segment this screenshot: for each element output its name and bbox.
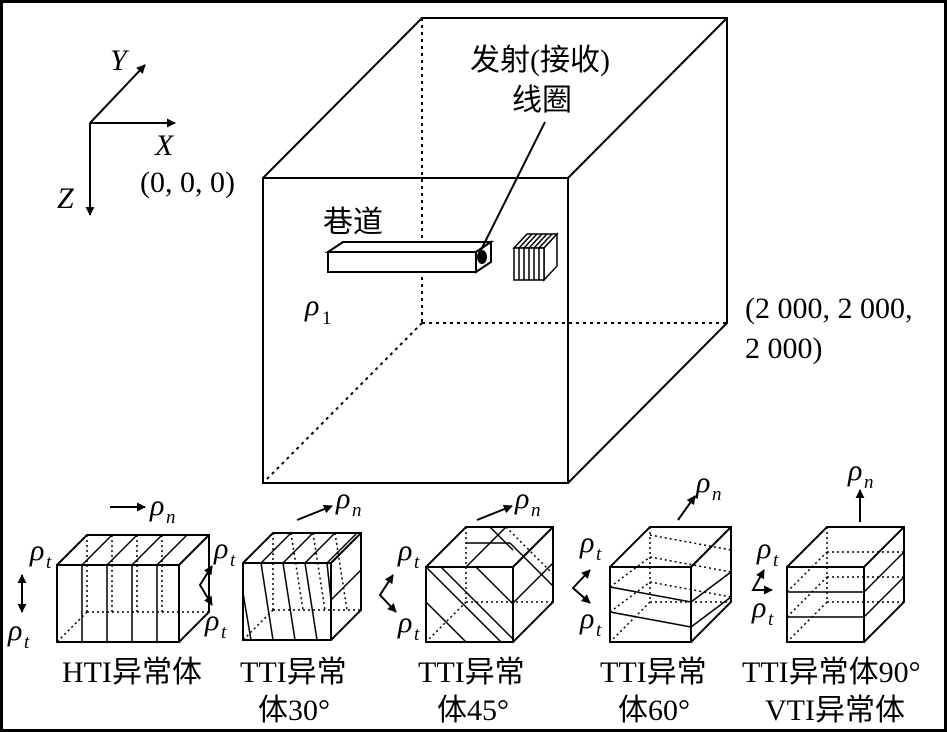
tti45-rho-n-arrow — [476, 504, 513, 521]
y-axis-arrow — [89, 64, 146, 124]
rho1-symbol: ρ — [304, 289, 319, 322]
anomaly-cube-vti — [786, 526, 905, 643]
vti-rho-t-arrow — [751, 569, 773, 595]
y-axis-label: Y — [110, 44, 130, 77]
vti-rho-n-symbol: ρ — [847, 454, 862, 487]
tti45-caption-line1: TTI异常 — [418, 656, 525, 689]
vti-rho-t-bottom-subscript: t — [768, 609, 774, 630]
x-axis-label: X — [154, 129, 175, 162]
vti-rho-t-bottom-symbol: ρ — [751, 591, 766, 624]
coil-label-line2: 线圈 — [512, 84, 572, 117]
tti60-rho-n-symbol: ρ — [695, 466, 710, 499]
vti-rho-n-subscript: n — [864, 472, 874, 493]
anomaly-cube-tti-30 — [242, 532, 362, 641]
tti45-rho-n-subscript: n — [531, 500, 541, 521]
tunnel-label: 巷道 — [323, 206, 383, 239]
tti60-caption-line2: 体60° — [618, 694, 690, 727]
origin-label: (0, 0, 0) — [140, 166, 235, 199]
coil-shape — [512, 232, 559, 282]
hti-rho-n-symbol: ρ — [149, 489, 164, 522]
tti60-rho-t-top-subscript: t — [596, 544, 602, 565]
far-corner-label-line1: (2 000, 2 000, — [745, 292, 913, 325]
coil-label-line1: 发射(接收) — [470, 44, 610, 77]
hti-caption: HTI异常体 — [62, 656, 202, 689]
hti-rho-n-subscript: n — [166, 507, 176, 528]
tti30-rho-t-arrow — [198, 565, 213, 606]
model-box — [262, 17, 728, 484]
tti30-rho-t-top-symbol: ρ — [213, 532, 228, 565]
tti60-caption-line1: TTI异常 — [600, 656, 707, 689]
vti-rho-t-top-subscript: t — [773, 550, 779, 571]
tti30-rho-t-bottom-symbol: ρ — [204, 604, 219, 637]
tti45-rho-t-arrow — [378, 574, 397, 613]
tti30-rho-t-top-subscript: t — [230, 550, 236, 571]
tti60-rho-t-top-symbol: ρ — [579, 526, 594, 559]
far-corner-label-line2: 2 000) — [745, 332, 823, 365]
anomaly-cube-tti-60 — [609, 526, 732, 643]
hti-rho-t-bottom-subscript: t — [24, 632, 30, 653]
tti60-rho-n-arrow — [677, 495, 696, 521]
vti-rho-t-top-symbol: ρ — [756, 532, 771, 565]
tti30-rho-n-subscript: n — [352, 500, 362, 521]
tti60-rho-t-bottom-symbol: ρ — [579, 602, 594, 635]
tti60-rho-n-subscript: n — [712, 484, 722, 505]
tti45-rho-t-top-subscript: t — [414, 552, 420, 573]
tti45-rho-t-bottom-symbol: ρ — [397, 606, 412, 639]
tti30-caption-line1: TTI异常 — [240, 656, 347, 689]
hti-rho-t-top-subscript: t — [46, 552, 52, 573]
z-axis-label: Z — [57, 182, 74, 215]
tti45-caption-line2: 体45° — [437, 694, 509, 727]
anomaly-cube-hti — [56, 534, 210, 643]
coordinate-axes — [85, 64, 176, 216]
anomaly-cube-tti-45 — [425, 526, 554, 643]
tti30-rho-t-bottom-subscript: t — [221, 622, 227, 643]
hti-rho-t-top-symbol: ρ — [29, 534, 44, 567]
tti30-caption-line2: 体30° — [258, 694, 330, 727]
tti30-rho-n-symbol: ρ — [335, 482, 350, 515]
tunnel-shape — [324, 240, 495, 274]
tti60-rho-t-bottom-subscript: t — [596, 620, 602, 641]
coil-label-leader — [479, 121, 546, 253]
tti45-rho-t-top-symbol: ρ — [397, 534, 412, 567]
hti-rho-t-bottom-symbol: ρ — [7, 614, 22, 647]
rho1-subscript: 1 — [322, 308, 332, 329]
tti45-rho-t-bottom-subscript: t — [414, 624, 420, 645]
tti45-rho-n-symbol: ρ — [514, 482, 529, 515]
tti60-rho-t-arrow — [571, 569, 591, 604]
vti-caption-line1: TTI异常体90° — [742, 656, 921, 689]
tti30-rho-n-arrow — [296, 504, 333, 521]
vti-caption-line2: VTI异常体 — [765, 694, 905, 727]
